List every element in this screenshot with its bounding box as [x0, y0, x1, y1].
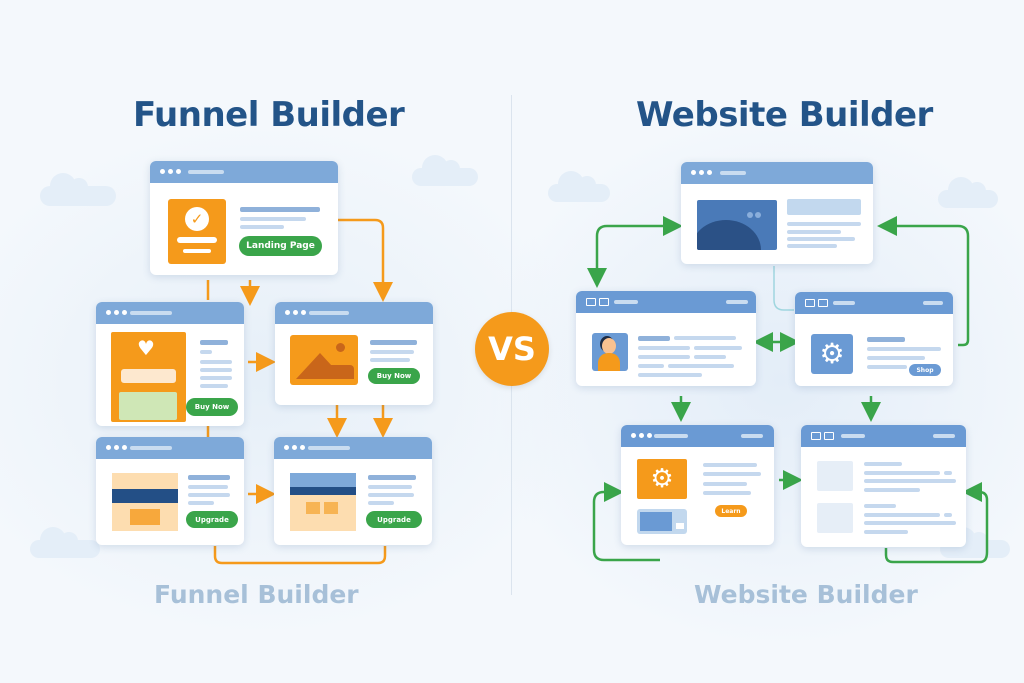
funnel-card-sales[interactable]: Buy Now: [275, 302, 433, 405]
window-tabs-icon: [811, 432, 834, 440]
website-card-services[interactable]: ⚙ Shop: [795, 292, 953, 386]
funnel-card-upsell-2[interactable]: Upgrade: [274, 437, 432, 545]
heart-icon: ♥: [111, 332, 186, 422]
website-card-about[interactable]: [576, 291, 756, 386]
image-icon: [290, 335, 358, 385]
website-card-blog[interactable]: [801, 425, 966, 547]
funnel-card-landing[interactable]: ✓ Landing Page: [150, 161, 338, 275]
list-icon: [817, 461, 853, 491]
map-icon: [637, 509, 687, 534]
window-tabs-icon: [805, 299, 828, 307]
window-tabs-icon: [586, 298, 609, 306]
card-button[interactable]: Shop: [909, 364, 941, 376]
window-dots-icon: [160, 169, 181, 174]
vs-badge: VS: [475, 312, 549, 386]
website-title: Website Builder: [636, 95, 933, 135]
cloud-decoration: [548, 171, 610, 202]
user-icon: [592, 333, 628, 371]
cloud-decoration: [412, 155, 478, 186]
window-dots-icon: [106, 310, 127, 315]
cloud-decoration: [40, 173, 116, 206]
cloud-decoration: [938, 177, 998, 208]
gear-icon: ⚙: [637, 459, 687, 499]
check-icon: ✓: [168, 199, 226, 264]
funnel-card-optin[interactable]: ♥ Buy Now: [96, 302, 244, 426]
funnel-card-upsell-1[interactable]: Upgrade: [96, 437, 244, 545]
gear-icon: ⚙: [811, 334, 853, 374]
window-dots-icon: [631, 433, 652, 438]
window-dots-icon: [691, 170, 712, 175]
landing-page-button[interactable]: Landing Page: [239, 236, 322, 256]
layout-icon: [290, 473, 356, 531]
funnel-title: Funnel Builder: [133, 95, 405, 135]
window-dots-icon: [285, 310, 306, 315]
list-icon: [817, 503, 853, 533]
upgrade-button[interactable]: Upgrade: [186, 511, 238, 528]
buy-now-button[interactable]: Buy Now: [368, 368, 420, 384]
image-icon: [697, 200, 777, 250]
window-dots-icon: [284, 445, 305, 450]
cloud-decoration: [30, 527, 100, 558]
buy-now-button[interactable]: Buy Now: [186, 398, 238, 416]
website-card-home[interactable]: [681, 162, 873, 264]
layout-icon: [112, 473, 178, 531]
upgrade-button[interactable]: Upgrade: [366, 511, 422, 528]
website-card-features[interactable]: ⚙ Learn: [621, 425, 774, 545]
window-dots-icon: [106, 445, 127, 450]
card-button[interactable]: Learn: [715, 505, 747, 517]
website-footer-label: Website Builder: [694, 580, 918, 609]
funnel-footer-label: Funnel Builder: [154, 580, 359, 609]
